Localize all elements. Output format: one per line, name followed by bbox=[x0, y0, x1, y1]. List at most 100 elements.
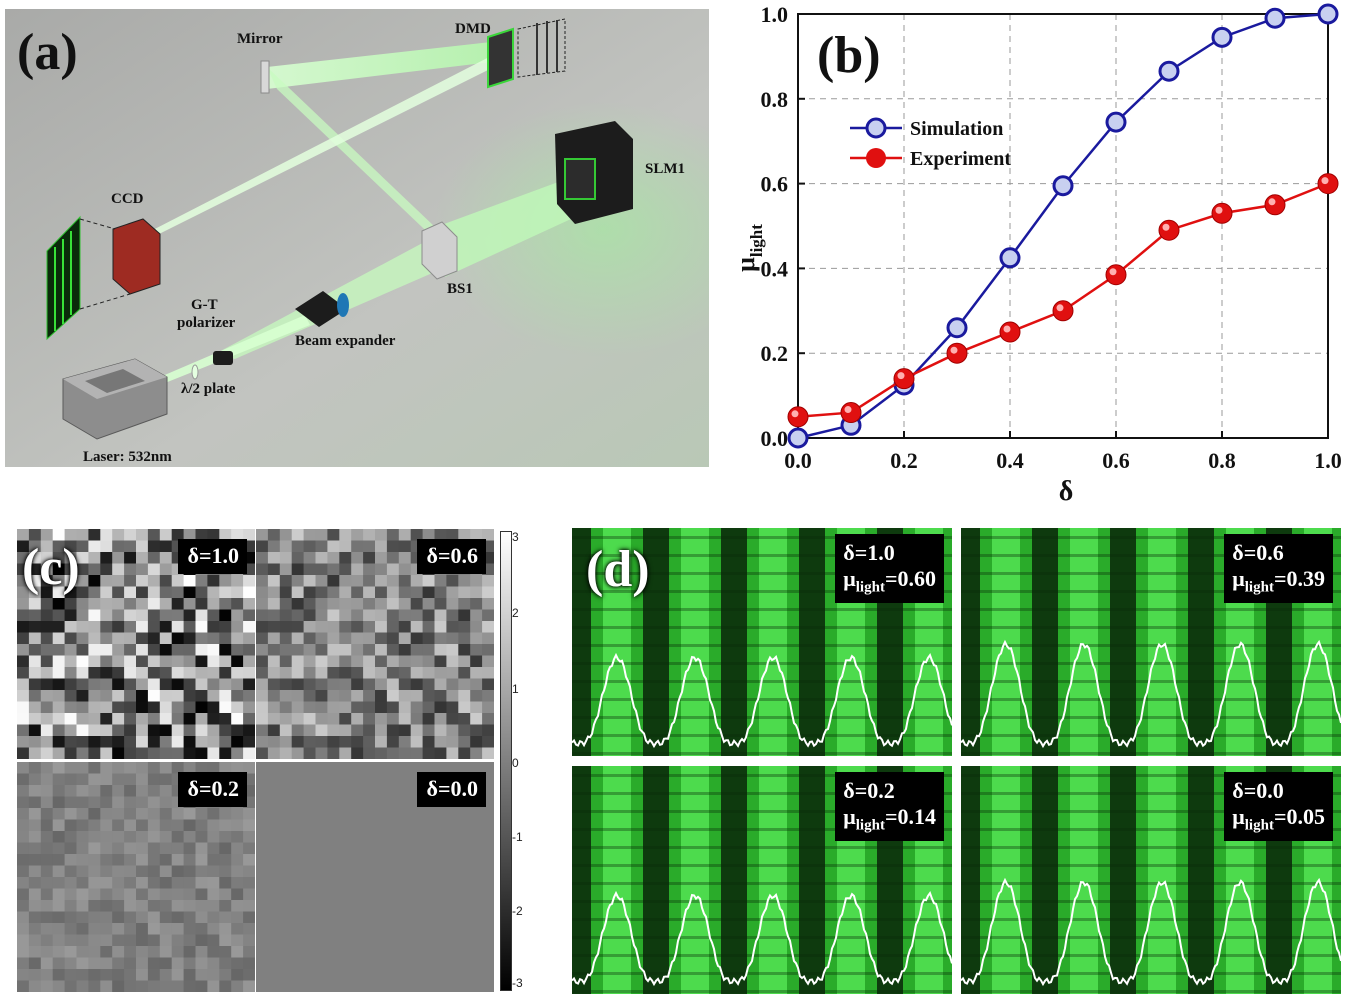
phase-cell bbox=[231, 934, 244, 947]
phase-cell bbox=[434, 980, 447, 993]
phase-cell bbox=[315, 678, 328, 691]
phase-cell bbox=[52, 957, 65, 970]
phase-cell bbox=[410, 888, 423, 901]
phase-cell bbox=[363, 724, 376, 737]
phase-cell bbox=[291, 934, 304, 947]
setup-panel: (a) Mirror DMD SLM1 CCD BS1 G-T polarize… bbox=[5, 9, 709, 467]
phase-cell bbox=[147, 540, 161, 553]
phase-cell bbox=[183, 701, 196, 714]
phase-cell bbox=[351, 724, 364, 737]
phase-cell bbox=[88, 923, 101, 935]
phase-cell bbox=[410, 586, 423, 599]
phase-cell bbox=[136, 632, 149, 645]
phase-cell bbox=[363, 808, 376, 820]
phase-cell bbox=[88, 934, 101, 947]
phase-cell bbox=[422, 946, 435, 958]
phase-cell bbox=[303, 934, 316, 947]
phase-cell bbox=[267, 724, 281, 737]
phase-cell bbox=[291, 540, 304, 553]
phase-cell bbox=[100, 644, 113, 656]
phase-cell bbox=[327, 609, 340, 622]
phase-cell bbox=[351, 701, 364, 714]
phase-cell bbox=[279, 701, 293, 714]
phase-cell bbox=[410, 529, 423, 541]
phase-cell bbox=[422, 529, 435, 541]
phase-cell bbox=[446, 690, 459, 702]
phase-cell bbox=[183, 529, 196, 541]
phase-cell bbox=[446, 854, 459, 866]
phase-cell bbox=[434, 621, 447, 633]
phase-cell bbox=[351, 667, 364, 679]
phase-cell bbox=[363, 957, 376, 970]
phase-cell bbox=[243, 831, 256, 843]
phase-cell bbox=[136, 854, 149, 866]
phase-cell bbox=[470, 923, 483, 935]
phase-cell bbox=[17, 736, 30, 748]
phase-cell bbox=[17, 747, 30, 760]
phase-cell bbox=[422, 701, 435, 714]
phase-cell bbox=[303, 900, 316, 912]
simulation-point bbox=[1317, 3, 1339, 25]
phase-cell bbox=[410, 632, 423, 645]
phase-cell bbox=[458, 678, 471, 691]
phase-cell bbox=[315, 842, 328, 855]
phase-cell bbox=[256, 842, 269, 855]
phase-cell bbox=[327, 690, 340, 702]
phase-cell bbox=[112, 598, 125, 610]
phase-cell bbox=[52, 796, 65, 809]
fringe-band-core bbox=[681, 528, 709, 756]
phase-cell bbox=[482, 598, 495, 610]
phase-cell bbox=[446, 609, 459, 622]
phase-cell bbox=[351, 831, 364, 843]
phase-cell bbox=[398, 736, 412, 748]
phase-cell bbox=[363, 980, 376, 993]
phase-cell bbox=[458, 957, 471, 970]
phase-cell bbox=[112, 644, 125, 656]
phase-cell bbox=[28, 842, 42, 855]
fringe-texture bbox=[961, 626, 1341, 629]
phase-cell bbox=[363, 552, 376, 564]
phase-cell bbox=[339, 655, 352, 668]
phase-cell bbox=[159, 819, 173, 832]
phase-cell bbox=[315, 773, 328, 786]
phase-cell bbox=[386, 563, 400, 576]
phase-cell bbox=[482, 667, 495, 679]
phase-cell bbox=[52, 632, 65, 645]
fringe-texture bbox=[961, 810, 1341, 813]
phase-cell bbox=[458, 632, 471, 645]
phase-cell bbox=[446, 598, 459, 610]
phase-cell bbox=[470, 655, 483, 668]
phase-cell bbox=[339, 701, 352, 714]
phase-cell bbox=[434, 713, 447, 725]
phase-cell bbox=[207, 923, 220, 935]
phase-cell bbox=[147, 678, 161, 691]
phase-cell bbox=[458, 819, 471, 832]
phase-cell bbox=[386, 808, 400, 820]
legend-marker bbox=[866, 148, 886, 168]
phase-cell bbox=[291, 701, 304, 714]
phase-cell bbox=[315, 701, 328, 714]
phase-cell bbox=[458, 865, 471, 878]
phase-cell bbox=[256, 762, 269, 774]
phase-cell bbox=[267, 911, 281, 924]
phase-cell bbox=[256, 598, 269, 610]
fringe-texture bbox=[572, 716, 952, 719]
phase-cell bbox=[327, 969, 340, 981]
phase-cell bbox=[279, 540, 293, 553]
phase-cell bbox=[256, 773, 269, 786]
phase-cell bbox=[124, 563, 137, 576]
half-wave-plate-component bbox=[191, 364, 199, 380]
phase-cell bbox=[17, 819, 30, 832]
simulation-point bbox=[946, 317, 968, 339]
phase-cell bbox=[339, 713, 352, 725]
phase-cell bbox=[458, 969, 471, 981]
phase-cell bbox=[40, 865, 54, 878]
phase-cell bbox=[159, 586, 173, 599]
phase-cell bbox=[40, 819, 54, 832]
phase-cell bbox=[136, 678, 149, 691]
beam-slm bbox=[425, 174, 597, 277]
phase-cell bbox=[124, 667, 137, 679]
phase-cell bbox=[195, 655, 208, 668]
phase-cell bbox=[231, 609, 244, 622]
